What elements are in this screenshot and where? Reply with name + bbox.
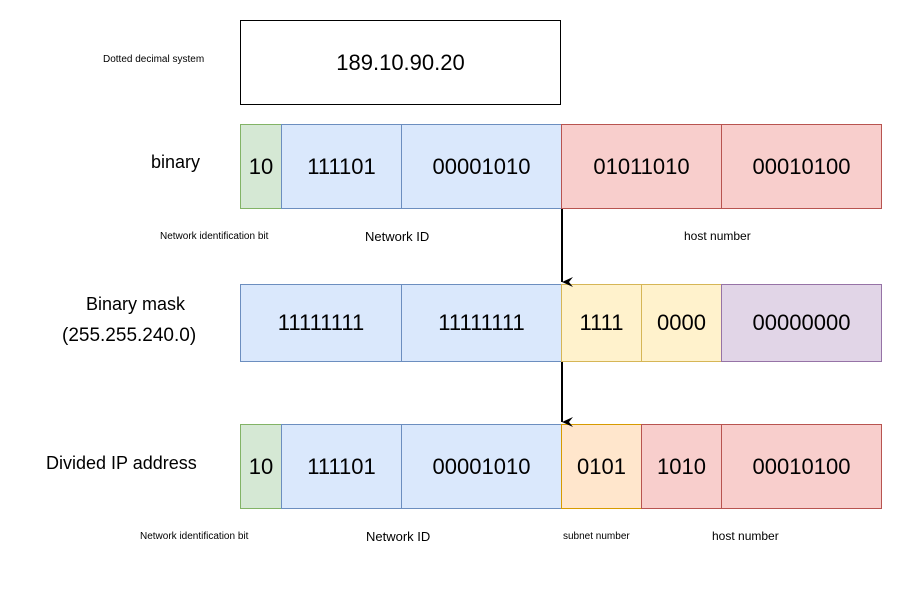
divided-cell-host-bits: 1010 — [641, 424, 722, 509]
binary-cell-octet4: 00010100 — [721, 124, 882, 209]
binary-cell-octet2: 00001010 — [401, 124, 562, 209]
divided-cell-text: 1010 — [657, 453, 706, 479]
binary-cell-octet1: 111101 — [281, 124, 402, 209]
divided-cell-text: 00010100 — [752, 453, 851, 479]
divided-cell-text: 0101 — [577, 453, 626, 479]
binary-cell-text: 10 — [248, 153, 274, 179]
binary-caption-network-identification-bit: Network identification bit — [160, 231, 269, 242]
mask-cell-text: 00000000 — [752, 310, 851, 335]
divided-cell-subnet: 0101 — [561, 424, 642, 509]
mask-cell-octet2: 11111111 — [401, 284, 562, 362]
dotted-decimal-value: 189.10.90.20 — [336, 49, 465, 75]
divided-caption-subnet-number: subnet number — [563, 531, 630, 542]
binary-cell-octet3: 01011010 — [561, 124, 722, 209]
binary-caption-host-number: host number — [684, 229, 751, 243]
mask-cell-octet4: 00000000 — [721, 284, 882, 362]
divided-cell-network-bit: 10 — [240, 424, 282, 509]
binary-cell-text: 00010100 — [752, 153, 851, 179]
mask-cell-text: 11111111 — [277, 310, 365, 335]
mask-cell-octet1: 11111111 — [240, 284, 402, 362]
mask-cell-text: 0000 — [657, 310, 706, 335]
divided-cell-text: 111101 — [307, 453, 376, 479]
mask-row-label-line1: Binary mask — [86, 294, 186, 314]
binary-cell-network-bit: 10 — [240, 124, 282, 209]
mask-cell-subnet-ones: 1111 — [561, 284, 642, 362]
binary-cell-text: 00001010 — [432, 153, 531, 179]
binary-caption-network-id: Network ID — [365, 229, 430, 244]
divided-caption-host-number: host number — [712, 529, 779, 543]
dotted-decimal-label: Dotted decimal system — [103, 54, 205, 65]
mask-cell-text: 11111111 — [438, 310, 525, 335]
binary-cell-text: 01011010 — [593, 153, 690, 179]
divided-cell-text: 00001010 — [432, 453, 531, 479]
divided-cell-octet2: 00001010 — [401, 424, 562, 509]
dotted-decimal-box: 189.10.90.20 — [240, 20, 561, 105]
divided-row-label: Divided IP address — [46, 453, 197, 473]
binary-cell-text: 111101 — [307, 153, 376, 179]
mask-cell-text: 1111 — [579, 310, 624, 335]
binary-row-label: binary — [151, 152, 201, 172]
divided-cell-octet1: 111101 — [281, 424, 402, 509]
mask-row-label-line2: (255.255.240.0) — [62, 325, 197, 346]
divided-cell-text: 10 — [248, 453, 274, 479]
divided-caption-network-identification-bit: Network identification bit — [140, 531, 249, 542]
divided-cell-octet4: 00010100 — [721, 424, 882, 509]
divided-caption-network-id: Network ID — [366, 529, 431, 544]
mask-cell-subnet-zeros: 0000 — [641, 284, 722, 362]
